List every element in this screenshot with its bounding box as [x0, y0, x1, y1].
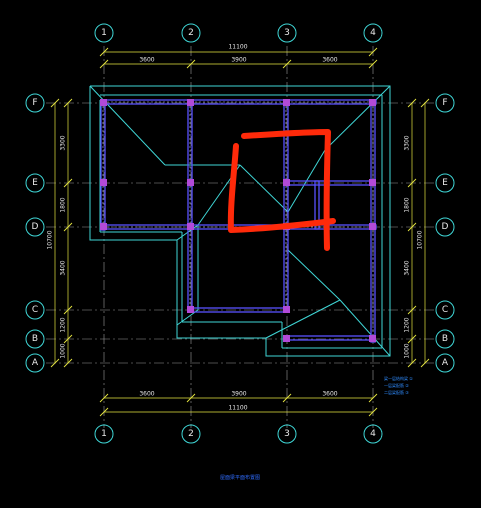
grid-bubble-right-E: E [435, 173, 455, 193]
svg-text:2: 2 [188, 429, 194, 439]
grid-bubble-top-2: 2 [181, 23, 201, 43]
bottom-dimensions: 3600 3900 3600 11100 [99, 391, 378, 417]
grid-bubbles-top: 1 2 3 4 [94, 23, 383, 43]
svg-text:B: B [442, 334, 448, 344]
svg-text:F: F [442, 98, 447, 108]
note-line-1: 梁一层结构梁 ① [384, 375, 413, 381]
grid-bubbles-left: F E D C B A [25, 93, 45, 373]
svg-text:1: 1 [101, 429, 107, 439]
top-dimensions: 11100 3600 3900 3600 [99, 44, 378, 69]
top-dim-total: 11100 [228, 44, 247, 51]
column-F3 [283, 99, 290, 106]
left-dim-seg-1: 3300 [60, 135, 67, 150]
grid-bubble-bottom-4: 4 [363, 424, 383, 444]
bottom-dim-seg-2: 3900 [231, 391, 246, 398]
left-dimensions: 10700 3300 1800 3400 1200 1000 [47, 98, 73, 368]
column-E4 [369, 179, 376, 186]
right-dim-seg-5: 1000 [404, 343, 411, 358]
left-dim-seg-5: 1000 [60, 343, 67, 358]
right-dimensions: 3300 1800 3400 1200 1000 10700 [404, 98, 430, 368]
left-dim-total: 10700 [47, 230, 54, 249]
column-B4 [369, 335, 376, 342]
note-line-2: 一层梁配筋 ② [384, 382, 409, 388]
right-dim-seg-4: 1200 [404, 317, 411, 332]
bottom-dim-total: 11100 [228, 405, 247, 412]
bottom-dim-seg-1: 3600 [139, 391, 154, 398]
grid-bubble-bottom-3: 3 [277, 424, 297, 444]
grid-bubble-top-1: 1 [94, 23, 114, 43]
red-markup-annotation [227, 129, 336, 251]
grid-bubbles-bottom: 1 2 3 4 [94, 424, 383, 444]
svg-text:D: D [32, 222, 39, 232]
column-D2 [187, 223, 194, 230]
grid-bubbles-right: F E D C B A [435, 93, 455, 373]
right-dim-seg-3: 3400 [404, 260, 411, 275]
svg-text:2: 2 [188, 28, 194, 38]
right-dim-seg-2: 1800 [404, 197, 411, 212]
bottom-dim-seg-3: 3600 [322, 391, 337, 398]
grid-bubble-left-D: D [25, 217, 45, 237]
grid-bubble-right-F: F [435, 93, 455, 113]
column-E3 [283, 179, 290, 186]
column-D4 [369, 223, 376, 230]
svg-text:C: C [32, 305, 38, 315]
drawing-notes: 梁一层结构梁 ① 一层梁配筋 ② 二层梁配筋 ③ [384, 375, 413, 395]
svg-text:E: E [32, 178, 38, 188]
right-dim-seg-1: 3300 [404, 135, 411, 150]
column-F2 [187, 99, 194, 106]
grid-bubble-right-D: D [435, 217, 455, 237]
right-dim-total: 10700 [417, 230, 424, 249]
column-E2 [187, 179, 194, 186]
grid-bubble-right-B: B [435, 329, 455, 349]
grid-bubble-left-A: A [25, 353, 45, 373]
grid-bubble-bottom-2: 2 [181, 424, 201, 444]
grid-bubble-bottom-1: 1 [94, 424, 114, 444]
svg-text:3: 3 [284, 28, 290, 38]
left-dim-seg-4: 1200 [60, 317, 67, 332]
columns [100, 99, 376, 342]
svg-text:F: F [32, 98, 37, 108]
svg-text:4: 4 [370, 28, 376, 38]
column-E1 [100, 179, 107, 186]
svg-text:A: A [32, 358, 39, 368]
grid-bubble-left-F: F [25, 93, 45, 113]
left-dim-seg-2: 1800 [60, 197, 67, 212]
top-dim-seg-1: 3600 [139, 57, 154, 64]
svg-text:D: D [442, 222, 449, 232]
grid-bubble-left-B: B [25, 329, 45, 349]
grid-bubble-left-C: C [25, 300, 45, 320]
grid-bubble-top-4: 4 [363, 23, 383, 43]
svg-text:A: A [442, 358, 449, 368]
svg-text:4: 4 [370, 429, 376, 439]
roof-outline [89, 85, 391, 357]
grid-bubble-top-3: 3 [277, 23, 297, 43]
top-dim-seg-2: 3900 [231, 57, 246, 64]
left-dim-seg-3: 3400 [60, 260, 67, 275]
grid-bubble-right-C: C [435, 300, 455, 320]
drawing-caption: 屋面梁平面布置图 [220, 474, 260, 481]
svg-text:1: 1 [101, 28, 107, 38]
top-dim-seg-3: 3600 [322, 57, 337, 64]
svg-text:C: C [442, 305, 448, 315]
grid-bubble-left-E: E [25, 173, 45, 193]
grid-bubble-right-A: A [435, 353, 455, 373]
column-C3 [283, 306, 290, 313]
column-B3 [283, 335, 290, 342]
svg-text:E: E [442, 178, 448, 188]
column-D1 [100, 223, 107, 230]
column-C2 [187, 306, 194, 313]
svg-text:B: B [32, 334, 38, 344]
column-F4 [369, 99, 376, 106]
column-F1 [100, 99, 107, 106]
note-line-3: 二层梁配筋 ③ [384, 389, 409, 395]
svg-text:3: 3 [284, 429, 290, 439]
